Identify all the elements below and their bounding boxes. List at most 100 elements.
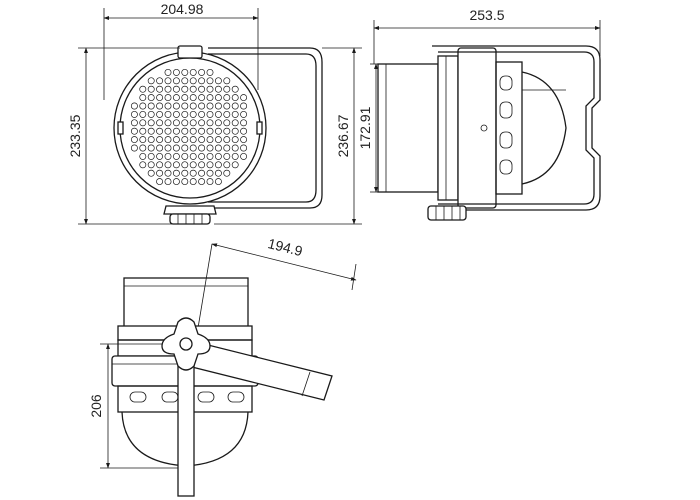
led: [130, 144, 138, 152]
led: [189, 77, 197, 85]
led: [172, 178, 180, 186]
dim-tilted-height: 206: [88, 394, 104, 418]
led: [240, 144, 248, 152]
led: [198, 178, 206, 186]
led: [189, 68, 197, 76]
led: [156, 110, 164, 118]
led: [139, 127, 147, 135]
led: [198, 136, 206, 144]
led: [198, 110, 206, 118]
dim-front-width: 204.98: [161, 1, 204, 17]
led: [206, 77, 214, 85]
led: [147, 102, 155, 110]
side-view: 253.5 172.91: [357, 7, 601, 221]
led: [147, 152, 155, 160]
led: [214, 77, 222, 85]
led: [198, 85, 206, 93]
led: [156, 161, 164, 169]
led: [231, 136, 239, 144]
led: [172, 77, 180, 85]
led: [231, 110, 239, 118]
led: [172, 94, 180, 102]
led: [240, 127, 248, 135]
led: [231, 152, 239, 160]
led: [139, 161, 147, 169]
led: [164, 94, 172, 102]
led: [147, 110, 155, 118]
led: [214, 169, 222, 177]
led: [198, 94, 206, 102]
led: [164, 169, 172, 177]
led: [181, 77, 189, 85]
led: [181, 127, 189, 135]
led: [198, 169, 206, 177]
led: [164, 144, 172, 152]
led: [240, 136, 248, 144]
led: [156, 77, 164, 85]
led: [147, 127, 155, 135]
led: [206, 136, 214, 144]
led: [189, 152, 197, 160]
led: [164, 85, 172, 93]
led: [206, 169, 214, 177]
dim-side-length: 253.5: [469, 7, 504, 23]
led: [139, 110, 147, 118]
led: [172, 85, 180, 93]
led: [189, 178, 197, 186]
led: [181, 178, 189, 186]
led: [206, 144, 214, 152]
led: [189, 102, 197, 110]
led: [189, 119, 197, 127]
led: [139, 94, 147, 102]
led: [214, 110, 222, 118]
dim-front-bracket-height: 236.67: [335, 114, 351, 157]
dim-side-height: 172.91: [357, 106, 373, 149]
led: [172, 161, 180, 169]
led: [164, 161, 172, 169]
front-view: 204.98 233.35 236.67: [67, 1, 362, 225]
led: [181, 152, 189, 160]
led: [206, 127, 214, 135]
led: [156, 136, 164, 144]
led: [206, 161, 214, 169]
led: [231, 127, 239, 135]
led: [172, 152, 180, 160]
led: [189, 161, 197, 169]
led: [164, 77, 172, 85]
led: [147, 85, 155, 93]
led: [156, 127, 164, 135]
led: [156, 85, 164, 93]
led: [223, 152, 231, 160]
led: [156, 144, 164, 152]
led: [147, 169, 155, 177]
led: [240, 110, 248, 118]
led: [223, 119, 231, 127]
led: [189, 144, 197, 152]
led: [223, 144, 231, 152]
led: [130, 119, 138, 127]
led: [223, 77, 231, 85]
led: [181, 169, 189, 177]
led: [198, 77, 206, 85]
led: [223, 94, 231, 102]
led: [181, 161, 189, 169]
led: [130, 136, 138, 144]
led: [147, 119, 155, 127]
led: [231, 119, 239, 127]
led: [172, 169, 180, 177]
led: [189, 85, 197, 93]
led: [147, 161, 155, 169]
led: [181, 94, 189, 102]
led: [198, 161, 206, 169]
led: [172, 68, 180, 76]
led: [139, 102, 147, 110]
led: [198, 144, 206, 152]
led: [223, 161, 231, 169]
led: [139, 152, 147, 160]
led: [214, 102, 222, 110]
led: [206, 119, 214, 127]
led: [214, 144, 222, 152]
led: [189, 127, 197, 135]
led: [147, 144, 155, 152]
